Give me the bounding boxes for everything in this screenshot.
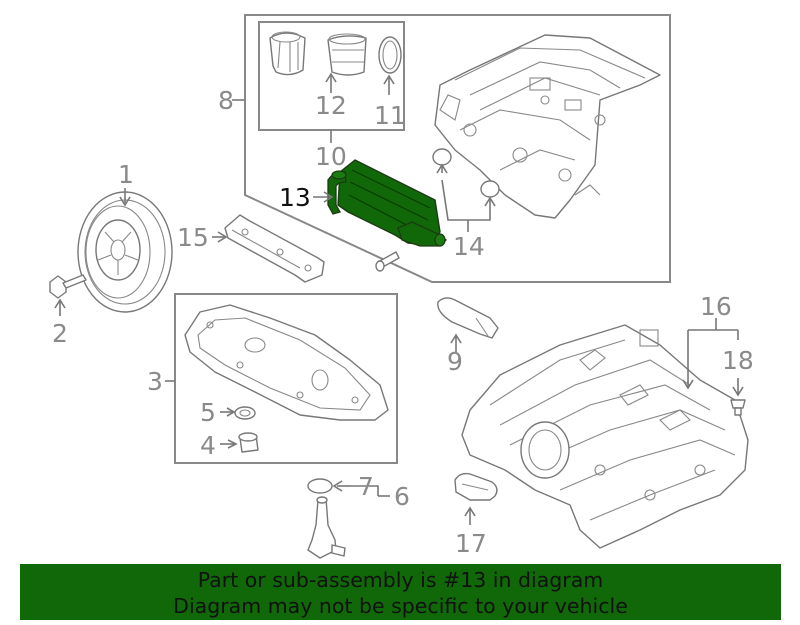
callout-7: 7 — [358, 472, 374, 501]
drain-plug-4 — [238, 432, 259, 453]
pulley-bolt — [49, 274, 87, 299]
clip-18 — [730, 399, 746, 416]
bracket-15 — [224, 214, 325, 283]
crankshaft-pulley — [77, 191, 173, 313]
callout-4: 4 — [200, 431, 216, 460]
callout-11: 11 — [374, 101, 406, 130]
o-ring-11 — [378, 36, 402, 74]
callout-14: 14 — [453, 232, 485, 261]
banner-line-disclaimer: Diagram may not be specific to your vehi… — [173, 594, 628, 618]
oil-filter-cap — [269, 31, 306, 76]
callout-16: 16 — [700, 292, 732, 321]
o-ring-14a — [432, 148, 452, 166]
callout-1: 1 — [118, 160, 134, 189]
callout-6: 6 — [394, 482, 410, 511]
callout-18: 18 — [722, 346, 754, 375]
callout-8: 8 — [218, 86, 234, 115]
callout-3: 3 — [147, 367, 163, 396]
hose-9 — [437, 297, 499, 339]
banner-line-part: Part or sub-assembly is #13 in diagram — [197, 568, 604, 592]
washer-5 — [234, 406, 256, 420]
o-ring-14b — [480, 180, 500, 198]
oil-cooler-13-highlighted — [327, 159, 447, 247]
callout-9: 9 — [447, 347, 463, 376]
oil-level-sensor — [307, 496, 346, 559]
info-banner: Part or sub-assembly is #13 in diagram D… — [20, 564, 781, 620]
callout-15: 15 — [177, 223, 209, 252]
callout-2: 2 — [52, 319, 68, 348]
intake-manifold — [461, 324, 749, 549]
callout-5: 5 — [200, 398, 216, 427]
callout-17: 17 — [455, 529, 487, 558]
oil-filter-element — [327, 33, 367, 76]
group-box-8 — [244, 14, 671, 283]
bolt — [375, 251, 400, 272]
group-box-3 — [174, 293, 398, 464]
oil-pan — [184, 304, 389, 421]
callout-10: 10 — [315, 142, 347, 171]
callout-13-highlighted: 13 — [279, 183, 311, 212]
callout-12: 12 — [315, 91, 347, 120]
engine-block — [434, 34, 661, 219]
seal-7 — [307, 478, 333, 494]
